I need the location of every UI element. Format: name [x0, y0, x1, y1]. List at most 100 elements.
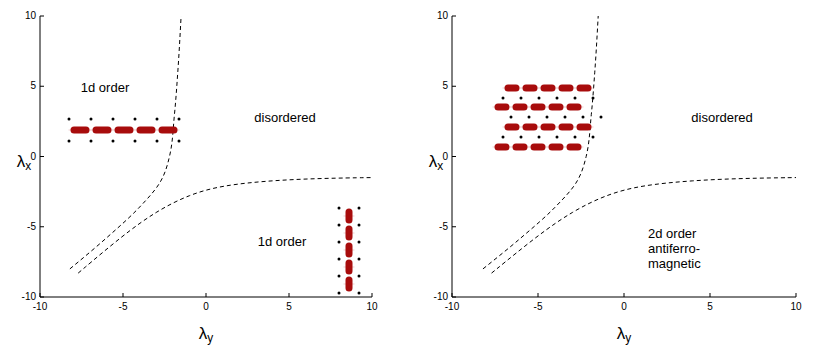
site-dot: [338, 241, 341, 244]
tick-mark: [452, 16, 456, 17]
tick-label: 10: [25, 10, 36, 22]
dimer: [523, 124, 538, 131]
site-dot: [592, 136, 595, 139]
phase-boundary: [78, 178, 372, 274]
site-dot: [134, 140, 137, 143]
tick-mark: [710, 293, 711, 297]
dimer: [346, 209, 353, 224]
tick-label: -5: [119, 301, 128, 313]
tick-label: 0: [203, 301, 209, 313]
tick-mark: [452, 226, 456, 227]
dimer: [505, 124, 520, 131]
site-dot: [546, 116, 549, 119]
site-dot: [600, 116, 603, 119]
tick-label: 0: [442, 151, 448, 163]
tick-label: 10: [790, 301, 801, 313]
tick-mark: [40, 16, 44, 17]
dimer: [577, 85, 592, 92]
site-dot: [358, 275, 361, 278]
site-dot: [592, 97, 595, 100]
site-dot: [156, 140, 159, 143]
site-dot: [520, 97, 523, 100]
dimer: [567, 144, 582, 151]
site-dot: [338, 275, 341, 278]
phase-label: 1d order: [81, 81, 129, 96]
site-dot: [68, 140, 71, 143]
tick-label: 0: [30, 151, 36, 163]
dimer-illustration: [68, 85, 603, 295]
site-dot: [510, 116, 513, 119]
plot-panel: [452, 16, 796, 297]
dimer: [505, 85, 520, 92]
tick-mark: [452, 156, 456, 157]
site-dot: [178, 140, 181, 143]
dimer: [159, 127, 178, 134]
tick-label: 5: [286, 301, 292, 313]
site-dot: [502, 136, 505, 139]
site-dot: [134, 118, 137, 121]
dimer: [495, 144, 510, 151]
tick-label: 5: [442, 81, 448, 93]
tick-mark: [624, 293, 625, 297]
dimer: [567, 104, 582, 111]
tick-mark: [40, 293, 41, 297]
site-dot: [178, 118, 181, 121]
tick-label: -5: [27, 221, 36, 233]
dimer: [549, 144, 564, 151]
tick-mark: [372, 293, 373, 297]
axis-title: λy: [199, 324, 213, 346]
site-dot: [338, 258, 341, 261]
site-dot: [564, 116, 567, 119]
dimer: [541, 124, 556, 131]
site-dot: [112, 140, 115, 143]
tick-label: 0: [621, 301, 627, 313]
site-dot: [556, 97, 559, 100]
tick-label: -5: [439, 221, 448, 233]
phase-label: disordered: [254, 111, 315, 126]
dimer: [346, 226, 353, 241]
tick-label: 5: [707, 301, 713, 313]
site-dot: [338, 207, 341, 210]
tick-label: -5: [534, 301, 543, 313]
site-dot: [358, 224, 361, 227]
tick-mark: [40, 156, 44, 157]
tick-mark: [452, 297, 456, 298]
axis-title: λx: [429, 152, 443, 174]
site-dot: [574, 136, 577, 139]
dimer: [541, 85, 556, 92]
site-dot: [338, 292, 341, 295]
tick-label: -10: [445, 301, 459, 313]
site-dot: [112, 118, 115, 121]
tick-mark: [40, 226, 44, 227]
site-dot: [358, 292, 361, 295]
phase-boundary: [492, 178, 796, 274]
dimer: [346, 243, 353, 258]
site-dot: [156, 118, 159, 121]
tick-label: 10: [437, 10, 448, 22]
tick-label: 10: [366, 301, 377, 313]
tick-mark: [452, 293, 453, 297]
tick-mark: [40, 86, 44, 87]
site-dot: [358, 241, 361, 244]
dimer: [531, 104, 546, 111]
dimer: [71, 127, 90, 134]
dimer: [513, 144, 528, 151]
site-dot: [338, 224, 341, 227]
tick-mark: [206, 293, 207, 297]
site-dot: [528, 116, 531, 119]
site-dot: [582, 116, 585, 119]
tick-label: -10: [22, 291, 36, 303]
tick-label: 5: [30, 81, 36, 93]
site-dot: [358, 258, 361, 261]
site-dot: [502, 97, 505, 100]
tick-mark: [796, 293, 797, 297]
site-dot: [538, 136, 541, 139]
tick-mark: [123, 293, 124, 297]
site-dot: [90, 140, 93, 143]
dimer: [559, 85, 574, 92]
tick-label: -10: [33, 301, 47, 313]
phase-label: 2d order antiferro- magnetic: [648, 227, 724, 272]
tick-mark: [40, 297, 44, 298]
